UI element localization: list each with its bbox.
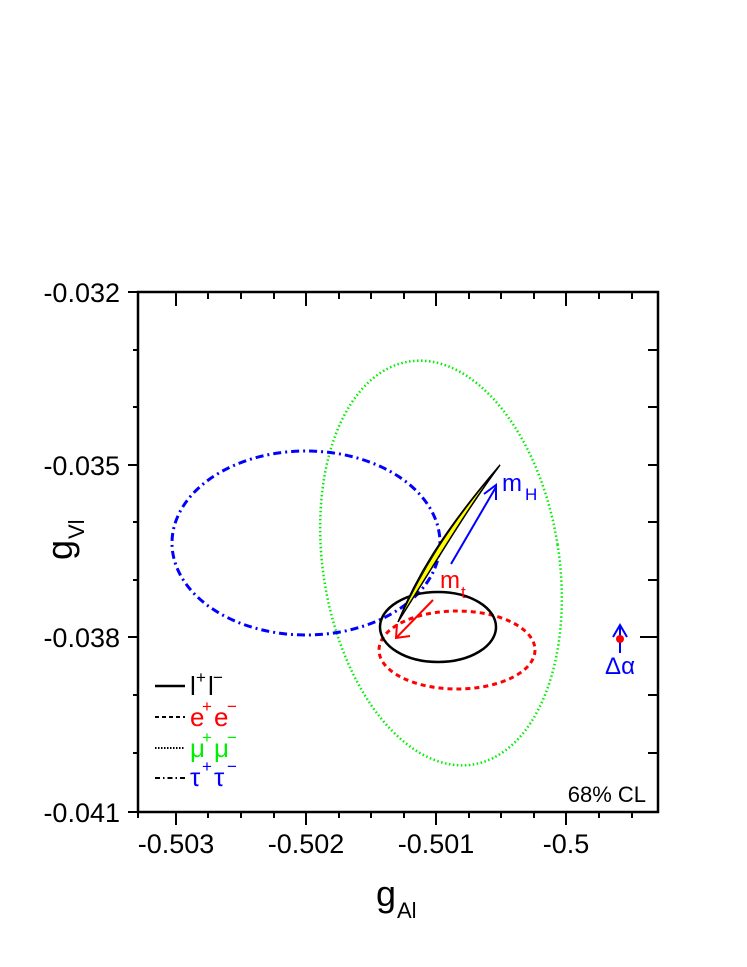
mh-label: m H (502, 470, 537, 504)
mt-arrow (394, 599, 434, 640)
svg-text:m: m (502, 470, 522, 497)
svg-text:−: − (213, 668, 223, 687)
y-tick-label: -0.032 (43, 278, 120, 308)
mu-mu-ellipse (318, 359, 564, 767)
y-tick-label: -0.041 (43, 798, 120, 828)
svg-text:t: t (461, 583, 466, 602)
svg-text:e: e (214, 702, 228, 732)
svg-text:l: l (190, 671, 196, 701)
x-tick-label: -0.501 (398, 829, 475, 859)
x-axis-title: g Al (376, 873, 417, 923)
legend-item-ll: l + l − (155, 668, 223, 701)
sm-prediction-band (397, 464, 501, 623)
tau-tau-ellipse (170, 449, 442, 637)
y-tick-label: -0.035 (43, 451, 120, 481)
x-tick-label: -0.503 (138, 829, 215, 859)
svg-text:−: − (227, 728, 237, 747)
svg-text:Al: Al (397, 898, 417, 923)
svg-text:τ: τ (190, 762, 201, 792)
plot-frame (136, 290, 660, 814)
delta-alpha-point (616, 635, 624, 643)
svg-text:+: + (196, 668, 206, 687)
svg-text:+: + (202, 697, 212, 716)
svg-text:H: H (525, 485, 537, 504)
svg-text:l: l (208, 671, 214, 701)
y-axis-ticks (128, 291, 658, 813)
y-tick-label: -0.038 (43, 623, 120, 653)
svg-text:e: e (190, 702, 204, 732)
sm-band-inner-line (399, 467, 499, 619)
svg-text:−: − (227, 697, 237, 716)
svg-text:g: g (376, 873, 396, 914)
legend-item-tautau: τ + τ − (155, 757, 237, 792)
y-axis-title: g Vl (39, 519, 89, 560)
svg-text:Vl: Vl (64, 519, 89, 539)
e-e-ellipse (377, 609, 537, 691)
svg-text:+: + (202, 757, 212, 776)
legend-item-ee: e + e − (155, 697, 237, 732)
mt-label: m t (440, 567, 466, 602)
legend-item-mumu: μ + μ − (155, 728, 237, 763)
svg-text:μ: μ (190, 733, 205, 763)
svg-text:m: m (440, 567, 460, 594)
x-tick-label: -0.5 (543, 829, 590, 859)
svg-text:−: − (227, 757, 237, 776)
x-axis-ticks (137, 292, 633, 825)
svg-text:g: g (39, 540, 80, 560)
l-l-ellipse (378, 590, 498, 664)
x-tick-label: -0.502 (268, 829, 345, 859)
svg-text:τ: τ (214, 762, 225, 792)
svg-text:+: + (202, 728, 212, 747)
delta-alpha-label: Δα (605, 653, 635, 680)
legend: l + l − e + e − μ + μ − τ + τ − (155, 668, 237, 792)
svg-text:μ: μ (214, 733, 229, 763)
mh-arrow (450, 483, 497, 565)
confidence-level-label: 68% CL (568, 782, 646, 807)
